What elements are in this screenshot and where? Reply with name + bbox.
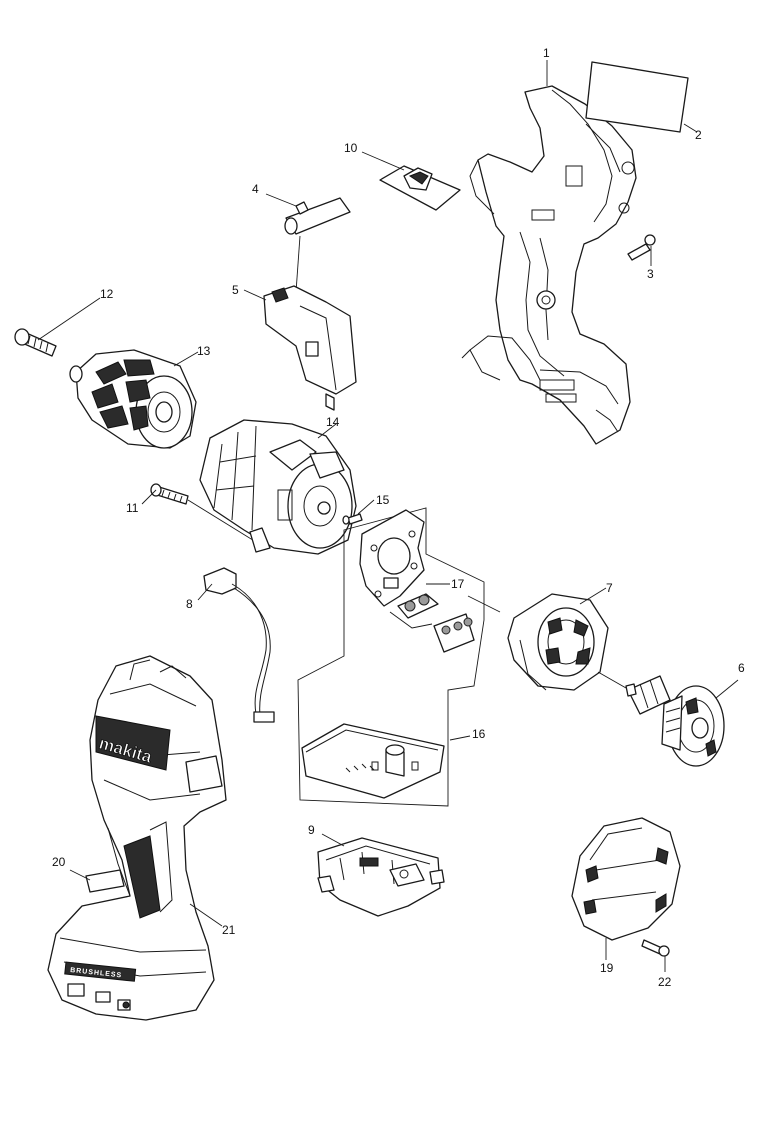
part-6-rotor — [597, 671, 739, 767]
label-10: 10 — [344, 141, 358, 155]
label-2: 2 — [695, 128, 702, 142]
label-11: 11 — [126, 501, 139, 515]
sensor-plate — [359, 509, 425, 607]
part-16-controller — [301, 723, 471, 799]
label-8: 8 — [186, 597, 193, 611]
label-22: 22 — [658, 975, 672, 989]
label-1: 1 — [543, 46, 550, 60]
label-16: 16 — [472, 727, 486, 741]
label-17: 17 — [451, 577, 465, 591]
part-16-group-outline — [297, 507, 485, 807]
label-9: 9 — [308, 823, 315, 837]
part-22-screw — [641, 939, 670, 972]
part-10-switch-lever — [361, 151, 461, 211]
part-21-main-housing: makita BRUSHLESS — [47, 655, 227, 1021]
part-4-pin — [265, 193, 351, 293]
part-7-stator — [467, 587, 609, 691]
label-14: 14 — [326, 415, 340, 429]
part-13-chuck — [69, 349, 199, 449]
part-2-label — [585, 61, 698, 133]
label-19: 19 — [600, 961, 614, 975]
part-12-chuck-screw — [14, 297, 101, 357]
part-1-housing — [461, 60, 637, 445]
part-11-screw — [141, 483, 257, 543]
part-20-label — [69, 869, 125, 893]
label-12: 12 — [100, 287, 114, 301]
part-19-rear-cover — [571, 817, 681, 960]
part-15-screw — [342, 499, 375, 525]
label-7: 7 — [606, 581, 613, 595]
part-14-gear-assembly — [199, 419, 357, 555]
part-5-switch — [243, 285, 357, 411]
label-4: 4 — [252, 182, 259, 196]
label-13: 13 — [197, 344, 211, 358]
part-17-terminals — [389, 583, 475, 653]
label-6: 6 — [738, 661, 745, 675]
label-3: 3 — [647, 267, 654, 281]
label-21: 21 — [222, 923, 236, 937]
part-8-led-cable — [197, 567, 275, 723]
label-5: 5 — [232, 283, 239, 297]
part-9-battery-terminal — [317, 833, 445, 917]
label-15: 15 — [376, 493, 390, 507]
part-3-screw — [627, 234, 656, 266]
label-20: 20 — [52, 855, 66, 869]
